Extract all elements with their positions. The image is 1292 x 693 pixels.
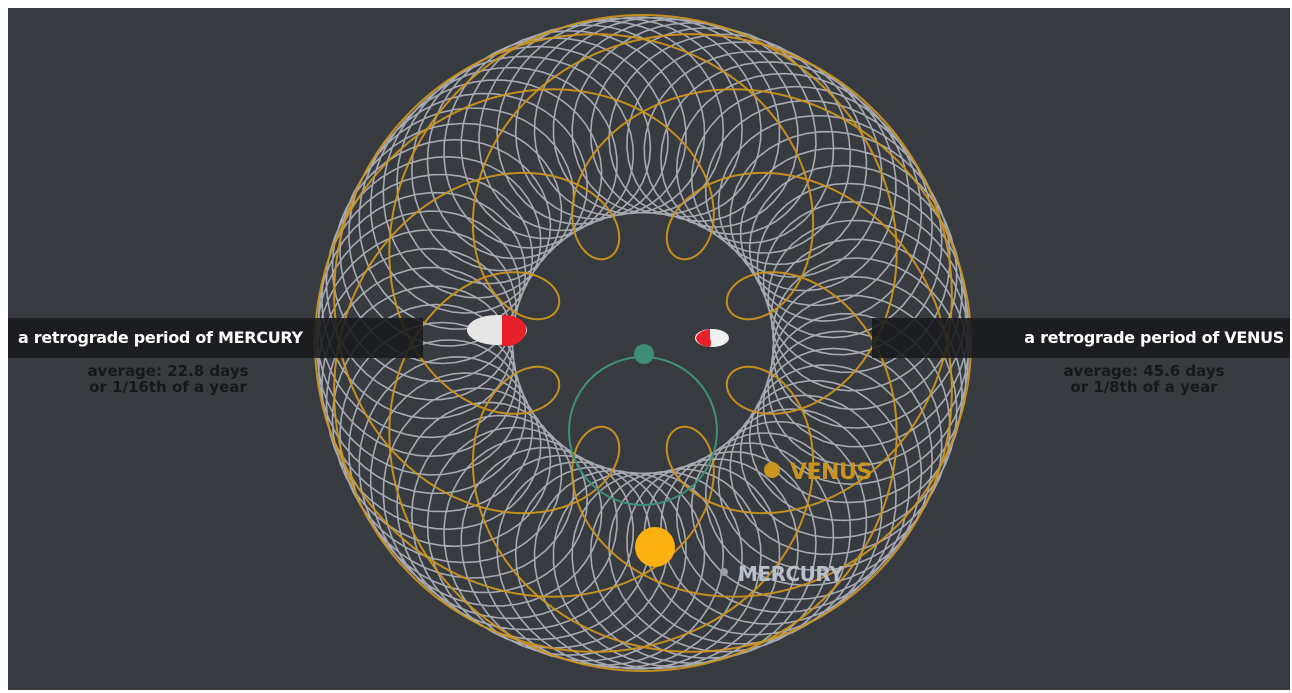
mercury-retrograde-band: a retrograde period of MERCURY (8, 318, 423, 358)
sun (635, 527, 675, 567)
venus-label: VENUS (790, 460, 872, 485)
mercury-retrograde-marker (467, 315, 527, 346)
venus-retrograde-marker (695, 329, 729, 347)
venus-dot (764, 462, 780, 478)
mercury-dot (720, 568, 728, 576)
mercury-label: MERCURY (738, 562, 844, 586)
venus-retrograde-title: a retrograde period of VENUS (1024, 328, 1284, 347)
venus-year-fraction: or 1/8th of a year (1070, 378, 1218, 396)
diagram-canvas: a retrograde period of MERCURY a retrogr… (8, 8, 1290, 690)
geocentric-orbits-diagram (313, 13, 972, 673)
mercury-retrograde-caption: average: 22.8 days or 1/16th of a year (48, 363, 288, 395)
earth-orbit (568, 356, 718, 506)
mercury-retrograde-title: a retrograde period of MERCURY (18, 328, 303, 347)
mercury-year-fraction: or 1/16th of a year (89, 378, 247, 396)
venus-average-days: average: 45.6 days (1063, 362, 1225, 380)
mercury-average-days: average: 22.8 days (87, 362, 249, 380)
venus-retrograde-band: a retrograde period of VENUS (872, 318, 1290, 358)
venus-retrograde-caption: average: 45.6 days or 1/8th of a year (1024, 363, 1264, 395)
earth-dot (634, 344, 654, 364)
